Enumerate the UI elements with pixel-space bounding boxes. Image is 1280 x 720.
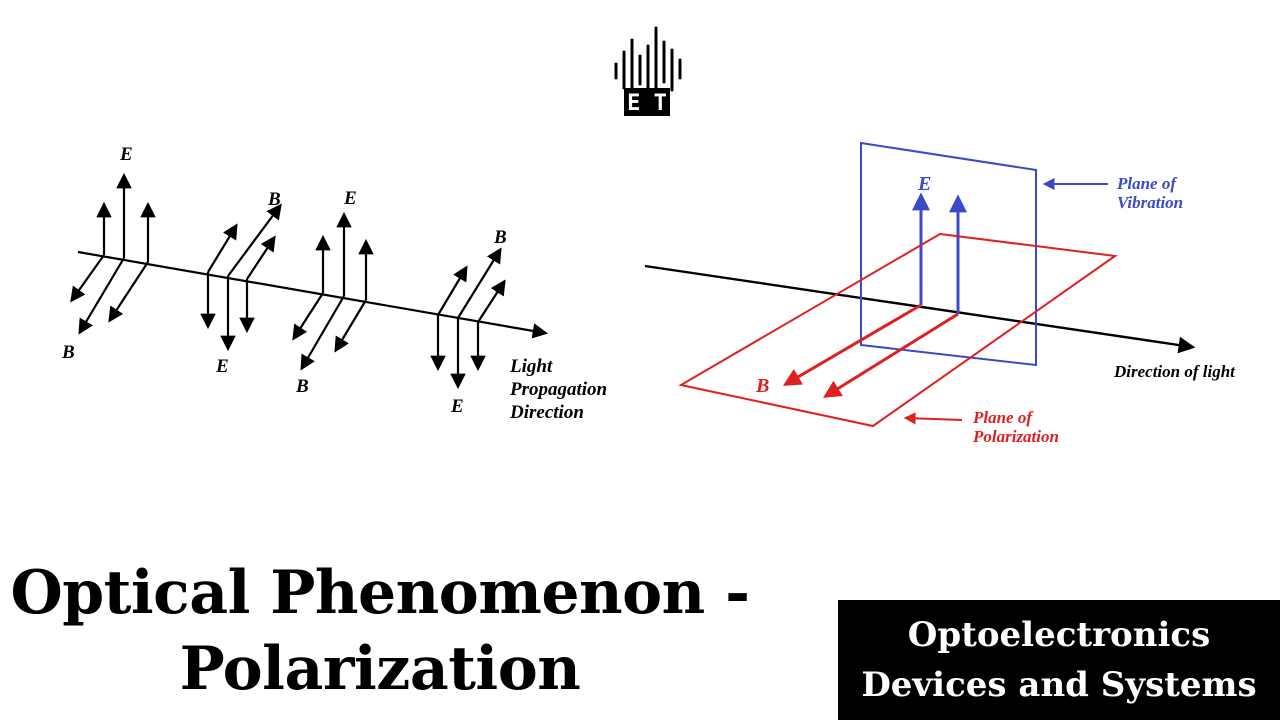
page-title: Optical Phenomenon - Polarization [0,555,760,707]
plane-vibration-label-1: Plane of [1116,174,1178,193]
label-b-2: B [267,189,281,210]
label-e-1: E [119,144,133,165]
plane-vibration-label-2: Vibration [1117,193,1183,212]
plane-of-vibration [860,141,1037,367]
label-e-3: E [343,188,357,209]
plane-polarization-label-2: Polarization [972,427,1059,446]
propagation-axis [77,250,549,339]
wave-propagation-diagram [70,172,549,390]
direction-of-light-label: Direction of light [1113,362,1236,381]
badge-line-2: Devices and Systems [861,665,1257,705]
course-badge: Optoelectronics Devices and Systems [838,600,1280,720]
label-b-plane: B [755,375,769,397]
label-b-3: B [295,376,309,397]
logo: E T [614,26,682,116]
label-b-4: B [493,227,507,248]
logo-text: E T [627,91,667,116]
polarization-diagrams: E B B E E B B E Light Propagation Direct… [61,141,1236,446]
polarization-planes-diagram [644,141,1196,428]
plane-polarization-label-1: Plane of [972,408,1034,427]
label-e-4: E [450,396,464,417]
title-line-1: Optical Phenomenon - [10,558,750,628]
label-b-1: B [61,342,75,363]
badge-line-1: Optoelectronics [907,615,1211,655]
propagation-caption-2: Propagation [509,379,607,400]
plane-of-polarization [678,232,1118,428]
propagation-caption-1: Light [509,356,553,377]
propagation-caption-3: Direction [509,402,584,423]
label-e-2: E [215,356,229,377]
title-line-2: Polarization [179,634,581,704]
label-e-plane: E [917,173,931,195]
